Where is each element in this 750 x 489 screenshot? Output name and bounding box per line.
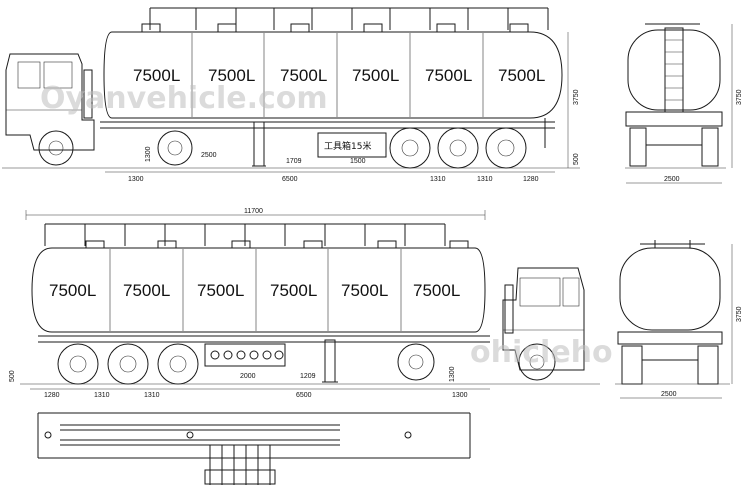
dim-1709: 1709 (286, 158, 302, 165)
side-view-bottom: 11700 7500L 7500L 7500L 7500L 7500L 7500… (9, 208, 613, 399)
dim-b-kingpin: 1300 (449, 366, 456, 382)
dim-b-front: 1300 (452, 392, 468, 399)
capacity-label-b5: 7500L (341, 281, 388, 300)
front-bottom-width: 2500 (661, 391, 677, 398)
dim-spacing2: 1310 (477, 176, 493, 183)
rear-view-top: 3750 2500 (625, 23, 743, 184)
dim-front: 1300 (128, 176, 144, 183)
dim-overall-height: 3750 (573, 89, 580, 105)
dim-b-ground: 500 (9, 370, 16, 382)
dim-overall-length: 11700 (244, 208, 263, 215)
dim-b-2000: 2000 (240, 373, 256, 380)
watermark: Oyanvehicle.com (40, 81, 328, 116)
capacity-label-b4: 7500L (270, 281, 317, 300)
capacity-label-b2: 7500L (123, 281, 170, 300)
capacity-label-5: 7500L (425, 66, 472, 85)
capacity-label-1: 7500L (133, 66, 180, 85)
dim-wheelbase: 6500 (282, 176, 298, 183)
dim-2500: 2500 (201, 152, 217, 159)
dim-1500: 1500 (350, 158, 366, 165)
side-view-top: 7500L 7500L 7500L 7500L 7500L 7500L 工具箱1… (2, 7, 580, 183)
dim-b-spacing1: 1310 (94, 392, 110, 399)
watermark-bottom: ohicleho (470, 335, 613, 370)
capacity-label-b3: 7500L (197, 281, 244, 300)
dim-b-wheelbase: 6500 (296, 392, 312, 399)
rear-top-height: 3750 (736, 89, 743, 105)
dim-ground-clearance: 500 (573, 153, 580, 165)
capacity-label-b1: 7500L (49, 281, 96, 300)
front-view-bottom: 3750 2500 (615, 240, 743, 399)
piping-plan (37, 412, 471, 485)
capacity-label-b6: 7500L (413, 281, 460, 300)
capacity-label-2: 7500L (208, 66, 255, 85)
capacity-label-4: 7500L (352, 66, 399, 85)
capacity-label-3: 7500L (280, 66, 327, 85)
front-bottom-height: 3750 (736, 306, 743, 322)
dim-b-spacing2: 1310 (144, 392, 160, 399)
dim-spacing1: 1310 (430, 176, 446, 183)
toolbox-label: 工具箱15米 (324, 140, 371, 152)
toolbox (317, 132, 387, 158)
dim-rear: 1280 (523, 176, 539, 183)
dim-kingpin: 1300 (145, 146, 152, 162)
dim-b-rear: 1280 (44, 392, 60, 399)
rear-top-width: 2500 (664, 176, 680, 183)
capacity-label-6: 7500L (498, 66, 545, 85)
dim-b-1209: 1209 (300, 373, 316, 380)
